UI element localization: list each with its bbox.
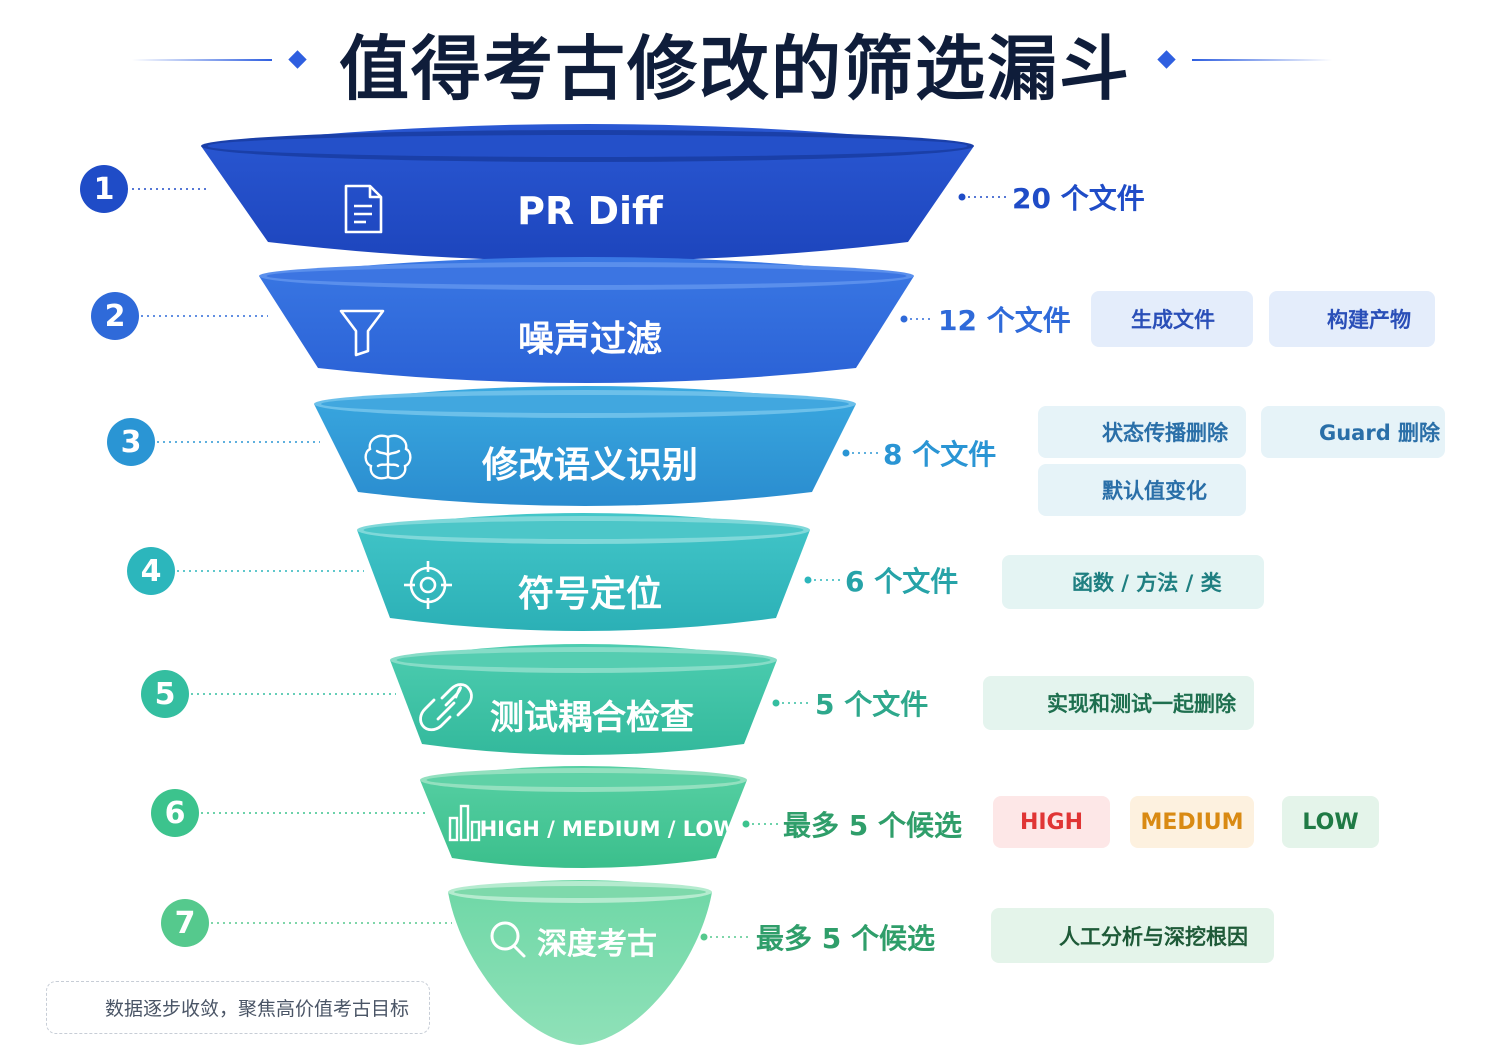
funnel-segment-3 [314,386,856,506]
tag-default-value-change: 默认值变化 [1038,464,1246,516]
tag-label: 构建产物 [1327,308,1411,332]
stage-badge-5: 5 [141,670,189,718]
tag-label: 人工分析与深挖根因 [1059,924,1248,949]
funnel-segment-1 [201,124,974,261]
stage-badge-1: 1 [80,165,128,213]
brain-icon [364,434,412,480]
search-icon [490,921,526,958]
tag-label: 实现和测试一起删除 [1047,692,1236,716]
tag-label: 生成文件 [1131,308,1215,332]
stage-label-7: 深度考古 [537,927,657,962]
count-label-7: 最多 5 个候选 [756,922,935,955]
tag-guard-deletion: Guard 删除 [1261,406,1445,458]
stage-label-6: HIGH / MEDIUM / LOW [479,817,737,841]
tag-label: 状态传播删除 [1102,421,1228,445]
funnel-segment-7 [448,880,712,1045]
tag-medium: MEDIUM [1130,796,1254,848]
bottom-note-text: 数据逐步收敛，聚焦高价值考古目标 [105,998,410,1020]
connector-lines-right [704,196,1008,938]
tag-manual-root-cause-analysis: 人工分析与深挖根因 [991,908,1274,963]
tag-label: 函数 / 方法 / 类 [1072,571,1222,595]
bottom-note: 数据逐步收敛，聚焦高价值考古目标 [46,981,430,1034]
funnel-segment-5 [390,644,777,755]
stage-badge-3: 3 [107,418,155,466]
connector-dots [700,193,966,941]
count-label-4: 6 个文件 [845,565,959,598]
connector-lines-left [132,188,452,924]
stage-label-4: 符号定位 [517,574,662,615]
document-icon [344,184,383,234]
stage-badge-2: 2 [91,292,139,340]
filter-icon [339,309,385,357]
funnel-segment-6 [420,766,747,868]
funnel-segment-4 [357,513,810,631]
tag-function-method-class: 函数 / 方法 / 类 [1002,555,1264,609]
tag-generated-files: 生成文件 [1091,291,1253,347]
tag-low: LOW [1282,796,1379,848]
funnel-segment-2 [259,257,914,383]
count-label-1: 20 个文件 [1012,182,1145,215]
stage-badge-6: 6 [151,789,199,837]
count-label-6: 最多 5 个候选 [783,809,962,842]
page-title: 值得考古修改的筛选漏斗 [339,27,1131,110]
count-label-5: 5 个文件 [815,688,929,721]
count-label-3: 8 个文件 [883,438,997,471]
title-line-left [132,59,272,61]
count-label-2: 12 个文件 [938,304,1071,337]
tag-impl-test-deleted-together: 实现和测试一起删除 [983,676,1254,730]
stage-label-5: 测试耦合检查 [490,697,694,738]
title-line-right [1192,59,1332,61]
tag-state-propagation-deletion: 状态传播删除 [1038,406,1246,458]
stage-label-3: 修改语义识别 [481,445,698,486]
stage-badge-7: 7 [161,899,209,947]
title-row: 值得考古修改的筛选漏斗 [0,18,1491,110]
tag-label: 默认值变化 [1102,479,1207,503]
stage-label-1: PR Diff [517,189,663,233]
tag-high: HIGH [993,796,1110,848]
tag-label: Guard 删除 [1319,421,1441,445]
target-icon [404,561,452,609]
stage-badge-4: 4 [127,547,175,595]
bar-chart-icon [448,804,481,842]
tag-build-artifacts: 构建产物 [1269,291,1435,347]
link-icon [419,683,473,732]
stage-label-2: 噪声过滤 [517,319,662,360]
